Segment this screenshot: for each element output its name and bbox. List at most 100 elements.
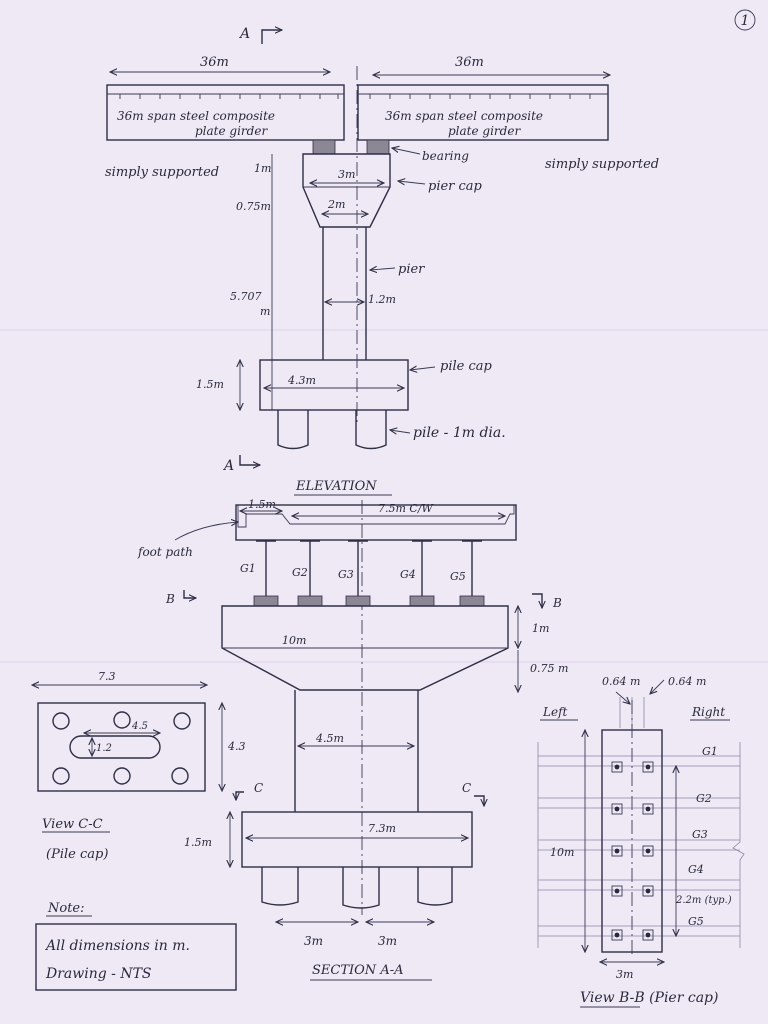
section-arrow-b-right <box>532 593 542 608</box>
deck-slab-section <box>235 504 517 541</box>
view-cc-pile-2 <box>113 711 131 729</box>
pile-cap-width-dim: 4.3m <box>287 374 316 387</box>
girder-left <box>106 84 345 141</box>
view-bb-bearing-r2 <box>642 803 654 815</box>
bearing-leader <box>392 148 421 155</box>
pier-cap-width-dim: 10m <box>282 634 306 647</box>
pile-cap-label: pile cap <box>440 359 492 374</box>
view-bb-offset-right-arrow <box>650 679 665 694</box>
dim-pier-height-2: m <box>260 305 270 318</box>
girder-right <box>357 84 609 141</box>
girder-g1 <box>253 540 279 607</box>
view-bb-offset-right: 0.64 m <box>668 675 706 688</box>
view-cc-pier-footprint <box>69 735 161 759</box>
dim-cap-taper: 0.75m <box>236 200 271 213</box>
section-mark-b-right: B <box>552 596 562 610</box>
view-cc-pile-5 <box>113 767 131 785</box>
view-cc-width-dim: 7.3 <box>98 670 116 683</box>
dim-pier-height-1: 5.707 <box>230 290 262 303</box>
girder-label-g5: G5 <box>450 570 466 583</box>
view-bb-bearing-r4 <box>642 885 654 897</box>
section-mark-a-bottom: A <box>222 458 234 474</box>
girder-left-label-2: plate girder <box>195 124 268 138</box>
pier-width-dim: 1.2m <box>368 293 396 306</box>
pile-cap-leader <box>410 367 436 370</box>
view-bb-bearing-r5 <box>642 929 654 941</box>
view-bb-girder-g4: G4 <box>688 863 704 876</box>
pile-spacing-left-dim: 3m <box>304 934 323 948</box>
view-cc: 7.3 1.2 4.5 4.3 View C-C (Pile cap) <box>32 670 246 862</box>
pier-leader <box>370 268 396 270</box>
view-bb-right-label: Right <box>691 705 725 719</box>
view-bb-offset-left-arrow <box>615 691 630 704</box>
pile-section-center <box>342 867 380 909</box>
pile-cap-section-depth-dim: 1.5m <box>184 836 212 849</box>
pier-cap-width-top: 3m <box>338 168 355 181</box>
footpath-label: foot path <box>137 545 193 559</box>
view-cc-pile-cap <box>37 702 206 792</box>
pier-cap-label: pier cap <box>428 179 483 194</box>
view-bb-girder-g1: G1 <box>702 745 718 758</box>
pier-cap-leader <box>398 181 426 184</box>
view-bb-bearing-l5 <box>611 929 623 941</box>
kerb-profile <box>237 505 515 528</box>
view-bb: 0.64 m 0.64 m Left Right <box>537 675 745 1008</box>
bearing-left <box>312 139 336 155</box>
pile-leader <box>390 430 411 433</box>
section-aa-title: SECTION A-A <box>312 963 403 978</box>
view-cc-pile-1 <box>52 712 70 730</box>
section-mark-c-right: C <box>462 781 471 795</box>
span-left-dim: 36m <box>200 55 229 70</box>
section-mark-c-left: C <box>254 781 263 795</box>
view-bb-length-dim: 10m <box>550 846 574 859</box>
footpath-width-dim: 1.5m <box>248 498 276 511</box>
elevation-view: A 36m 36m 36m span steel composite plate… <box>105 26 659 496</box>
view-bb-bearing-l1 <box>611 761 623 773</box>
view-cc-title: View C-C <box>42 817 103 832</box>
view-cc-height-dim: 4.3 <box>227 740 246 753</box>
view-bb-bearing-r1 <box>642 761 654 773</box>
pile-section-right <box>417 867 453 906</box>
view-bb-width-dim: 3m <box>616 968 633 981</box>
shear-studs-right <box>369 94 591 99</box>
pier-cap-width-bottom: 2m <box>327 198 345 211</box>
view-bb-left-label: Left <box>542 705 568 719</box>
girder-label-g1: G1 <box>240 562 256 575</box>
note-heading: Note: <box>47 901 85 916</box>
dim-cap-top: 1m <box>254 162 271 175</box>
view-bb-bearing-l2 <box>611 803 623 815</box>
pier-cap-elevation <box>302 153 391 228</box>
carriageway-dim: 7.5m C/W <box>378 502 435 515</box>
bearing-right <box>366 139 390 155</box>
view-bb-bearing-l3 <box>611 845 623 857</box>
view-cc-pier-dim: 1.2 <box>96 743 112 754</box>
girder-label-g2: G2 <box>292 566 308 579</box>
view-bb-bearing-l4 <box>611 885 623 897</box>
note-line-1: All dimensions in m. <box>44 938 190 954</box>
page-number-circle <box>734 9 756 31</box>
note-block: Note: All dimensions in m. Drawing - NTS <box>35 901 237 991</box>
section-arrow-b-left <box>183 590 196 598</box>
pile-cap-elevation <box>259 359 409 411</box>
girder-right-label-2: plate girder <box>448 124 521 138</box>
bearing-label: bearing <box>422 149 469 163</box>
view-bb-offset-left: 0.64 m <box>602 675 640 688</box>
support-left-label: simply supported <box>105 165 219 180</box>
span-right-dim: 36m <box>455 55 484 70</box>
pile-cap-section <box>241 811 473 868</box>
view-cc-subtitle: (Pile cap) <box>46 847 108 862</box>
pier-label: pier <box>398 262 425 277</box>
pier-cap-depth-dim: 1m <box>532 622 549 635</box>
girder-right-label-1: 36m span steel composite <box>385 109 543 123</box>
pile-label: pile - 1m dia. <box>413 425 506 441</box>
page-number: 1 <box>741 13 750 29</box>
pier-cap-taper-dim: 0.75 m <box>530 662 568 675</box>
pile-cap-depth-dim: 1.5m <box>196 378 224 391</box>
section-arrow-a-bottom <box>239 455 260 465</box>
note-box <box>35 923 237 991</box>
footpath-leader <box>174 522 238 541</box>
girder-label-g3: G3 <box>338 568 354 581</box>
pile-section-left <box>261 867 299 906</box>
